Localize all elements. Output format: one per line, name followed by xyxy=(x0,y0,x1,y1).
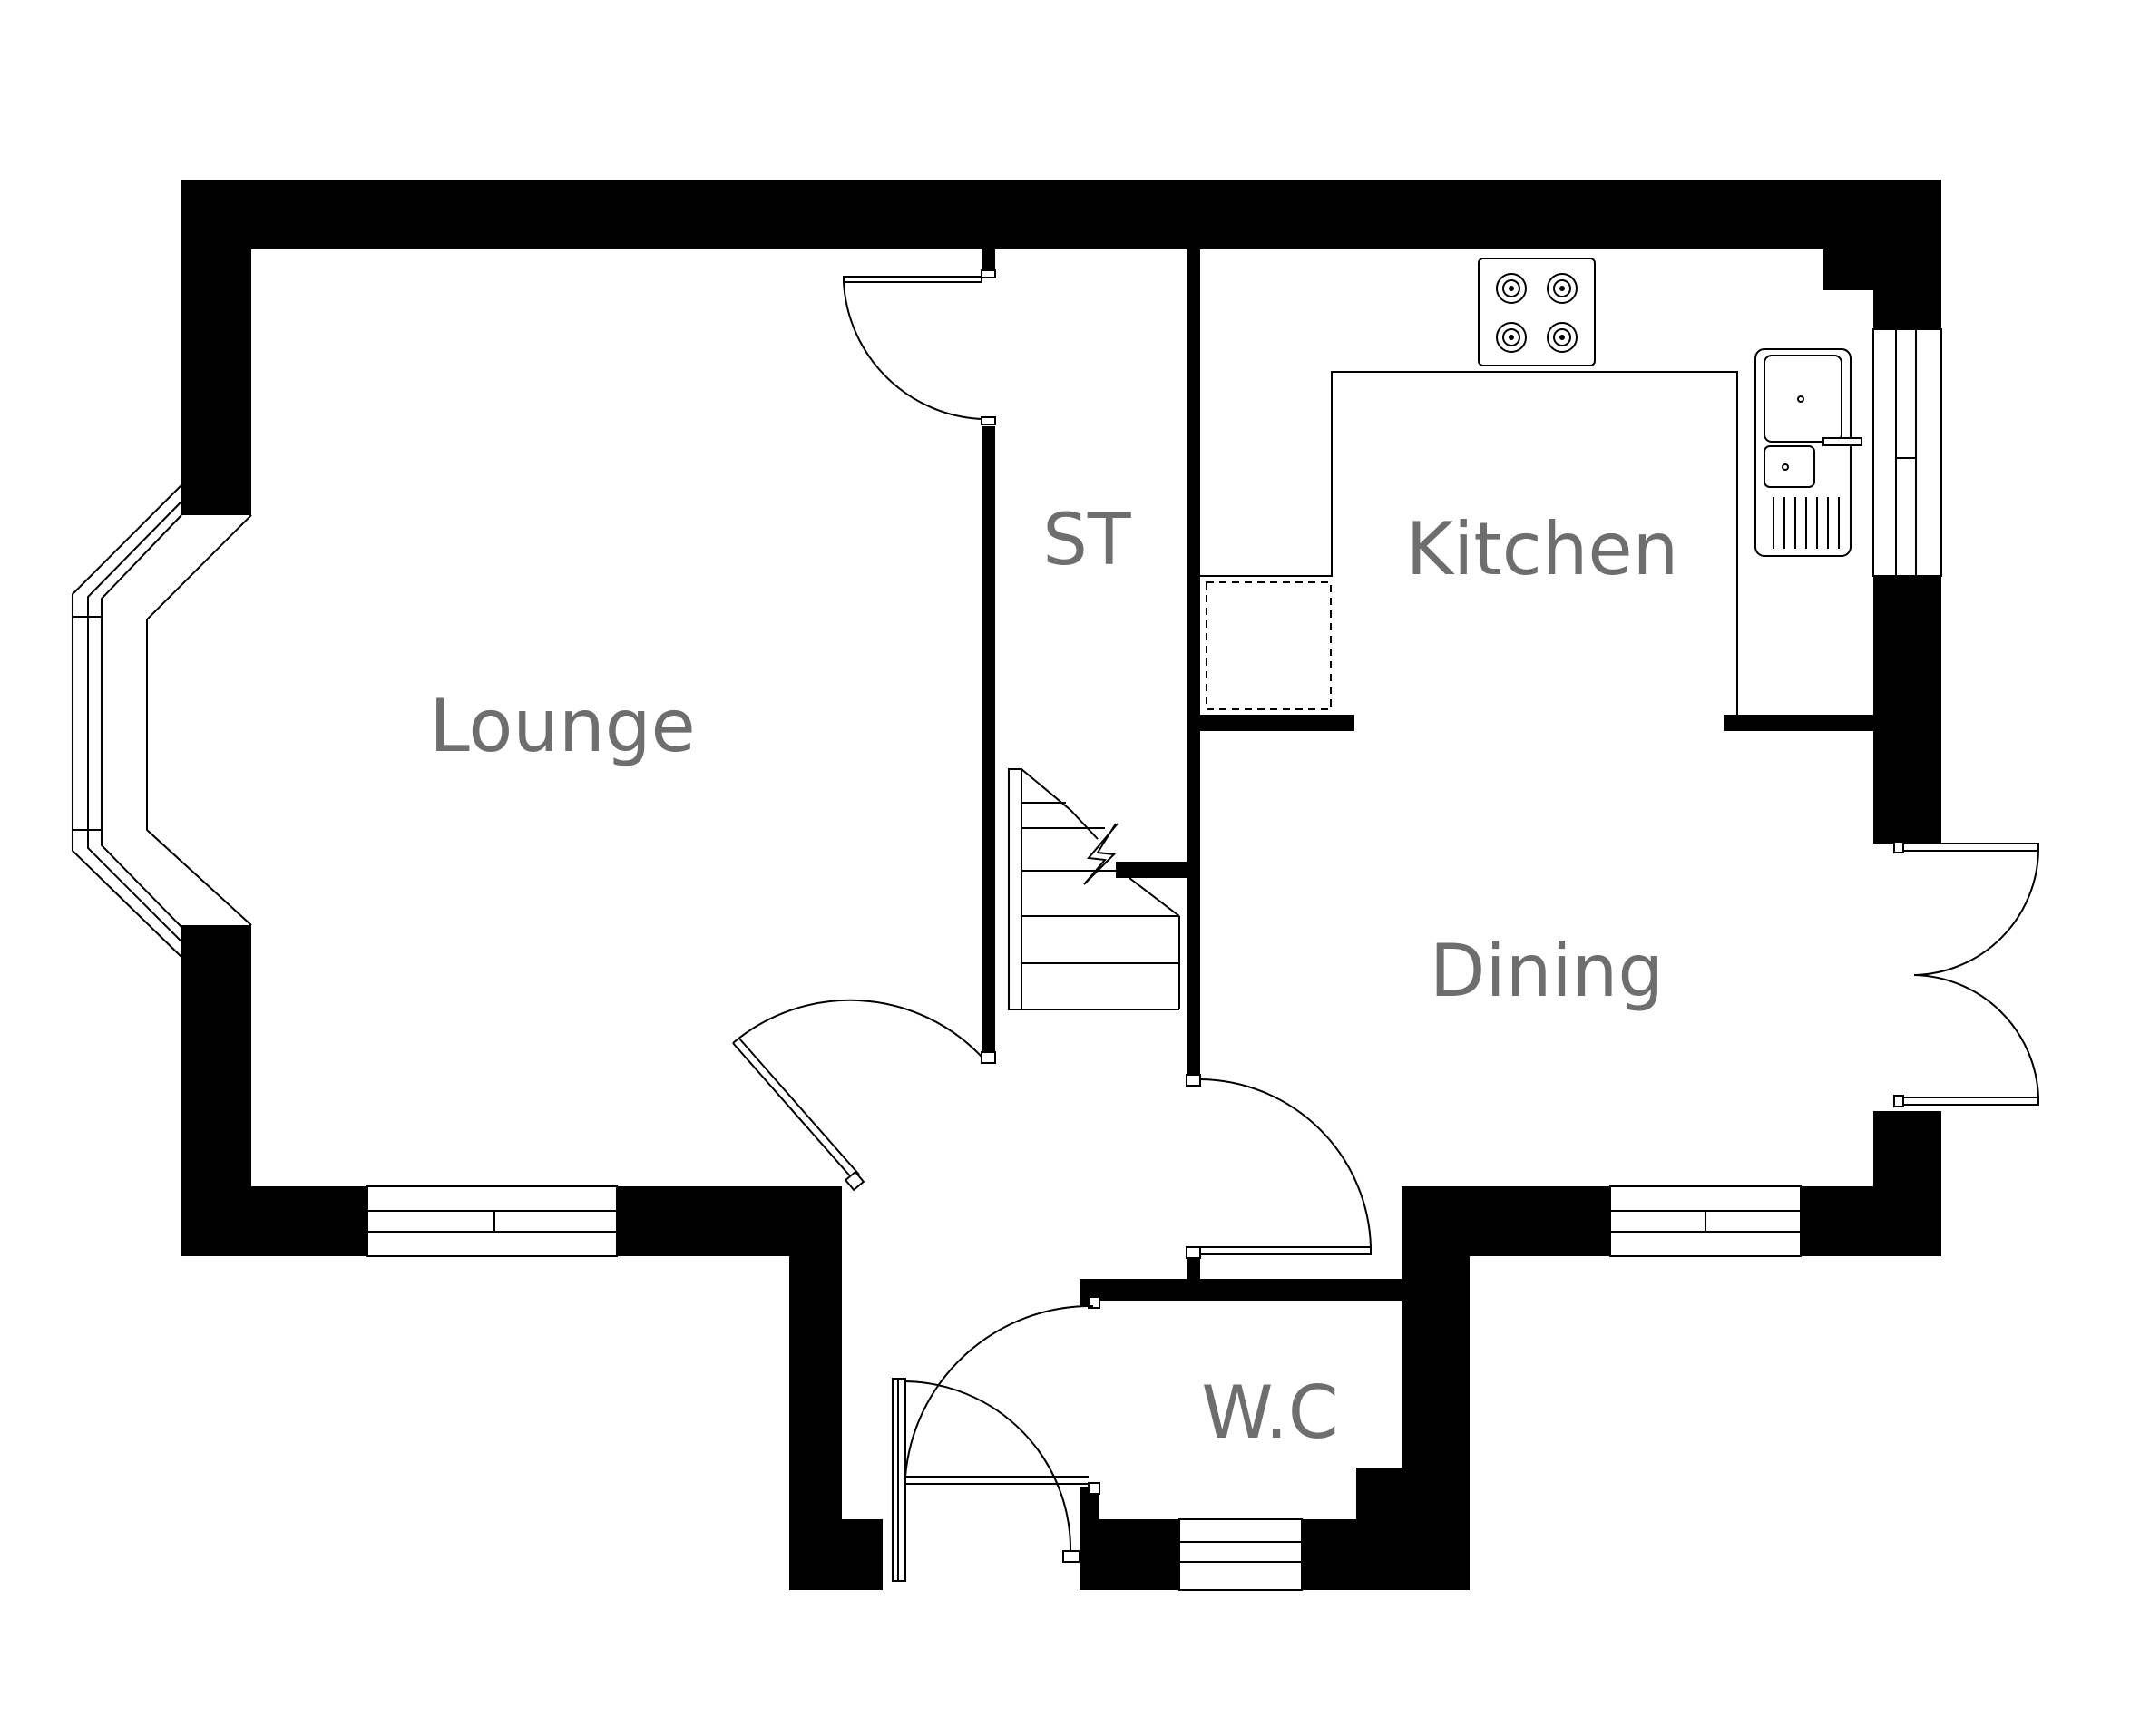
wall-st-kitchen-lower xyxy=(1187,571,1200,1075)
window-kitchen xyxy=(1872,328,1942,577)
room-labels: Lounge ST Kitchen Dining W.C xyxy=(429,500,1678,1455)
appliance-space xyxy=(1206,581,1332,710)
kitchen-fittings xyxy=(1200,258,1862,721)
hob-icon xyxy=(1478,258,1596,366)
room-label-wc: W.C xyxy=(1201,1370,1338,1455)
wall-right-mid xyxy=(1873,576,1941,844)
windows xyxy=(64,328,1942,1591)
wall-kitchen-dining-right xyxy=(1724,715,1873,731)
worktop-outline xyxy=(1200,371,1738,721)
room-label-dining: Dining xyxy=(1430,929,1664,1013)
door-front-entrance xyxy=(892,1378,1080,1582)
sink-icon xyxy=(1754,348,1862,557)
door-lounge-store xyxy=(843,269,996,425)
window-lounge xyxy=(366,1185,618,1257)
wall-lounge-st-partition xyxy=(982,426,995,1061)
wall-right-corner xyxy=(1823,180,1941,290)
wall-st-kitchen-partition xyxy=(1187,249,1200,571)
room-label-kitchen: Kitchen xyxy=(1406,507,1679,591)
door-wc xyxy=(904,1296,1100,1495)
door-lounge-hall xyxy=(732,999,996,1192)
staircase xyxy=(1008,768,1180,1010)
door-dining-french xyxy=(1893,841,2039,1107)
wall-kitchen-dining-left xyxy=(1187,715,1354,731)
bay-window xyxy=(64,484,252,958)
wall-wc-top xyxy=(1080,1279,1402,1301)
room-label-store: ST xyxy=(1042,500,1131,581)
doors xyxy=(732,269,2039,1582)
wall-stair-head xyxy=(1116,862,1200,878)
wall-left-upper xyxy=(181,180,251,515)
wall-hall-stub xyxy=(1187,1256,1200,1281)
room-label-lounge: Lounge xyxy=(429,684,696,768)
door-hall-dining xyxy=(1186,1074,1372,1259)
wall-entrance-foot xyxy=(789,1519,883,1590)
wall-wc-left xyxy=(1080,1487,1099,1590)
window-wc xyxy=(1178,1518,1303,1591)
wall-dining-bottom-right xyxy=(1801,1186,1941,1256)
wall-wc-bottom-right xyxy=(1302,1519,1470,1590)
wall-top xyxy=(181,180,1941,249)
walls xyxy=(181,180,1941,1590)
wall-lounge-bottom-left xyxy=(181,1186,367,1256)
